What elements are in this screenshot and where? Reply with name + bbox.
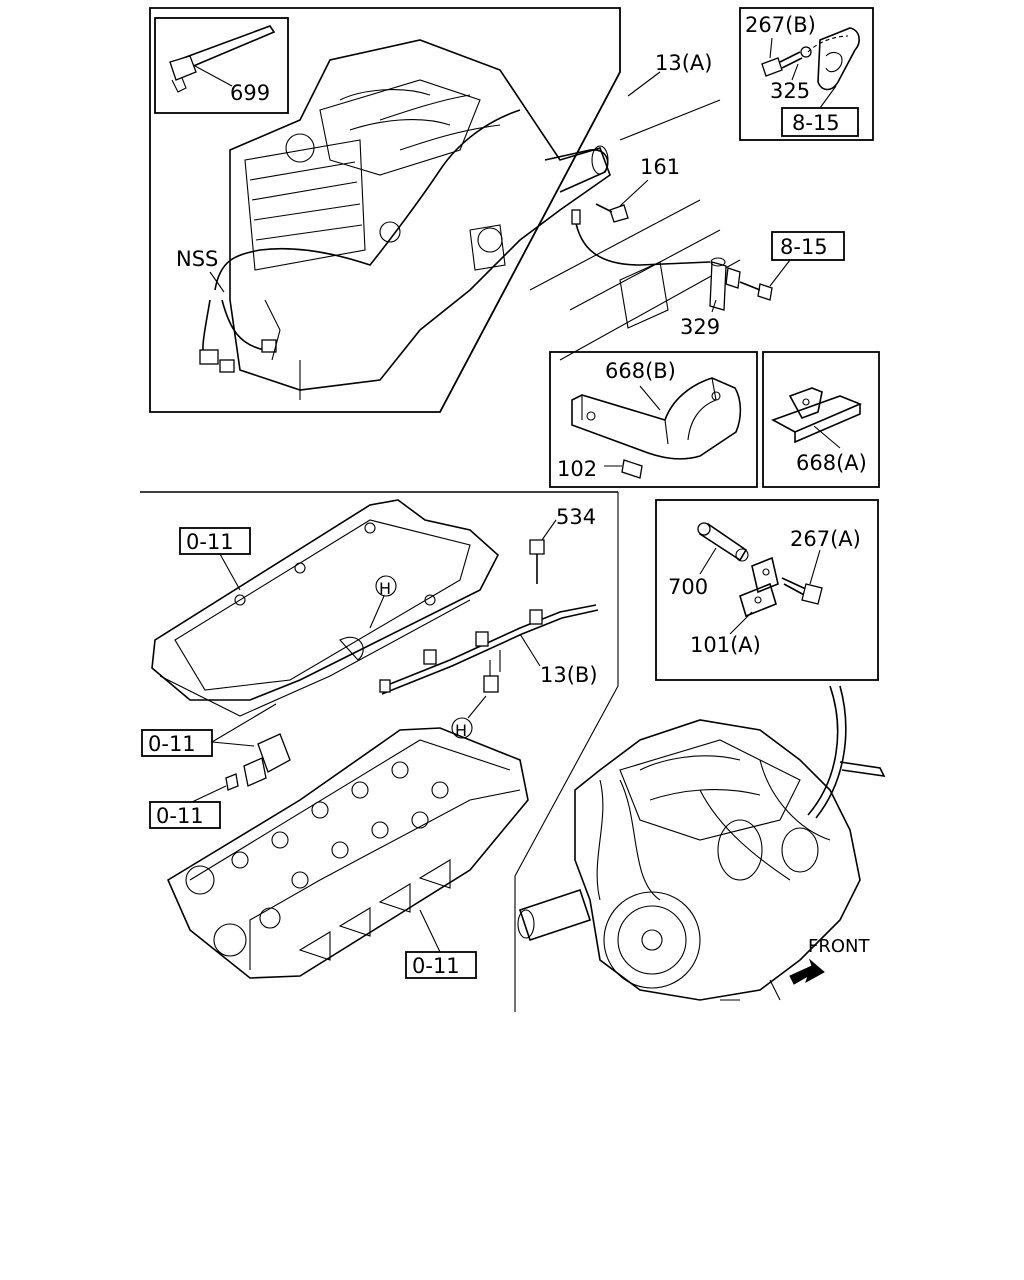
callout-161: 161 bbox=[640, 155, 680, 179]
callout-13b: 13(B) bbox=[540, 663, 598, 687]
inset-668b: 668(B) 102 bbox=[549, 351, 758, 488]
callout-8-15-top: 8-15 bbox=[792, 111, 840, 135]
marker-h-1: H bbox=[379, 579, 391, 598]
callout-8-15-mid: 8-15 bbox=[780, 235, 828, 259]
right-engine bbox=[517, 719, 886, 1001]
cylinder-head bbox=[166, 727, 529, 979]
callout-534: 534 bbox=[556, 505, 596, 529]
callout-nss: NSS bbox=[176, 247, 218, 271]
rocker-cover-group bbox=[151, 499, 499, 717]
callout-699: 699 bbox=[230, 81, 270, 105]
callout-0-11-cover: 0-11 bbox=[186, 530, 234, 554]
inset-267b: 267(B) 325 8-15 bbox=[739, 7, 874, 141]
callout-329: 329 bbox=[680, 315, 720, 339]
callout-0-11-lower: 0-11 bbox=[156, 804, 204, 828]
front-label: FRONT bbox=[808, 936, 870, 957]
top-engine-assembly bbox=[149, 7, 621, 413]
front-arrow-icon bbox=[789, 958, 825, 985]
callout-0-11-head: 0-11 bbox=[412, 954, 460, 978]
callout-0-11-left: 0-11 bbox=[148, 732, 196, 756]
callout-101a: 101(A) bbox=[690, 633, 761, 657]
callout-668b: 668(B) bbox=[605, 359, 676, 383]
callout-668a: 668(A) bbox=[796, 451, 867, 475]
inset-668a: 668(A) bbox=[762, 351, 880, 488]
callout-325: 325 bbox=[770, 79, 810, 103]
inset-700: 700 101(A) 267(A) bbox=[655, 499, 879, 681]
top-engine-panel bbox=[149, 7, 621, 413]
injector-harness: 13(B) 534 bbox=[379, 505, 599, 695]
frame-rail-cable: 161 329 8-15 bbox=[529, 99, 845, 361]
callout-700: 700 bbox=[668, 575, 708, 599]
callout-267a: 267(A) bbox=[790, 527, 861, 551]
callout-13a: 13(A) bbox=[655, 51, 712, 75]
callout-267b: 267(B) bbox=[745, 13, 816, 37]
callout-102: 102 bbox=[557, 457, 597, 481]
inset-699: 699 bbox=[154, 17, 289, 114]
